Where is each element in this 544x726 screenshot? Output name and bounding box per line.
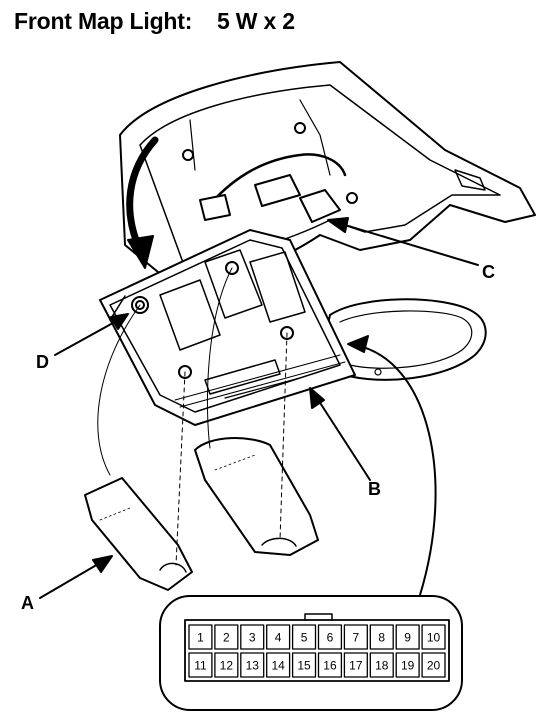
pin-number: 5 (301, 631, 308, 645)
roof-opening (119, 61, 536, 291)
title-value: 5 W x 2 (216, 8, 295, 34)
pin-cell (369, 624, 394, 650)
callout-b: B (368, 479, 381, 499)
callout-c: C (482, 262, 495, 282)
pin-number: 14 (271, 659, 285, 673)
pin-cell (395, 624, 420, 650)
callout-a: A (21, 593, 34, 613)
pin-cell (240, 652, 265, 678)
assembly-guide-lines (97, 267, 288, 566)
wiring-harness (199, 153, 347, 223)
pin-number: 20 (427, 659, 441, 673)
pin-cell (188, 652, 213, 678)
pin-number: 7 (353, 631, 360, 645)
callout-d: D (36, 352, 49, 372)
pin-number: 9 (404, 631, 411, 645)
install-arrow (126, 136, 159, 269)
pin-number: 10 (427, 631, 441, 645)
pin-number: 12 (220, 659, 234, 673)
pin-number: 8 (378, 631, 385, 645)
pin-cell (421, 624, 446, 650)
pin-number: 4 (275, 631, 282, 645)
pin-number: 17 (349, 659, 363, 673)
pin-cell (240, 624, 265, 650)
pin-cell (343, 624, 368, 650)
connector-plug-icon (299, 189, 341, 223)
map-light-lens-left (84, 477, 193, 591)
pin-number: 15 (297, 659, 311, 673)
map-light-lens-right (194, 437, 319, 556)
pin-number: 18 (375, 659, 389, 673)
pin-cell (395, 652, 420, 678)
pin-cell (317, 652, 343, 678)
pin-cell (266, 624, 291, 650)
pin-number: 13 (246, 659, 260, 673)
title-label: Front Map Light: (14, 8, 193, 34)
pin-number: 1 (197, 631, 204, 645)
callout-arrows (39, 217, 479, 599)
pin-cell (214, 624, 239, 650)
pin-cell (214, 652, 239, 678)
pin-number: 16 (323, 659, 337, 673)
pin-cell (188, 624, 213, 650)
pin-number: 2 (223, 631, 230, 645)
pin-number: 19 (401, 659, 415, 673)
pin-cell (343, 652, 368, 678)
pin-cell (421, 652, 446, 678)
map-light-housing (99, 229, 356, 426)
pin-number: 11 (194, 659, 207, 673)
pin-number: 3 (249, 631, 256, 645)
pin-cell (291, 624, 317, 650)
pin-cell (291, 652, 317, 678)
page-title: Front Map Light: 5 W x 2 (14, 8, 295, 35)
pin-cell (369, 652, 394, 678)
pin-cell (266, 652, 291, 678)
pin-number: 6 (327, 631, 334, 645)
pin-cell (317, 624, 343, 650)
